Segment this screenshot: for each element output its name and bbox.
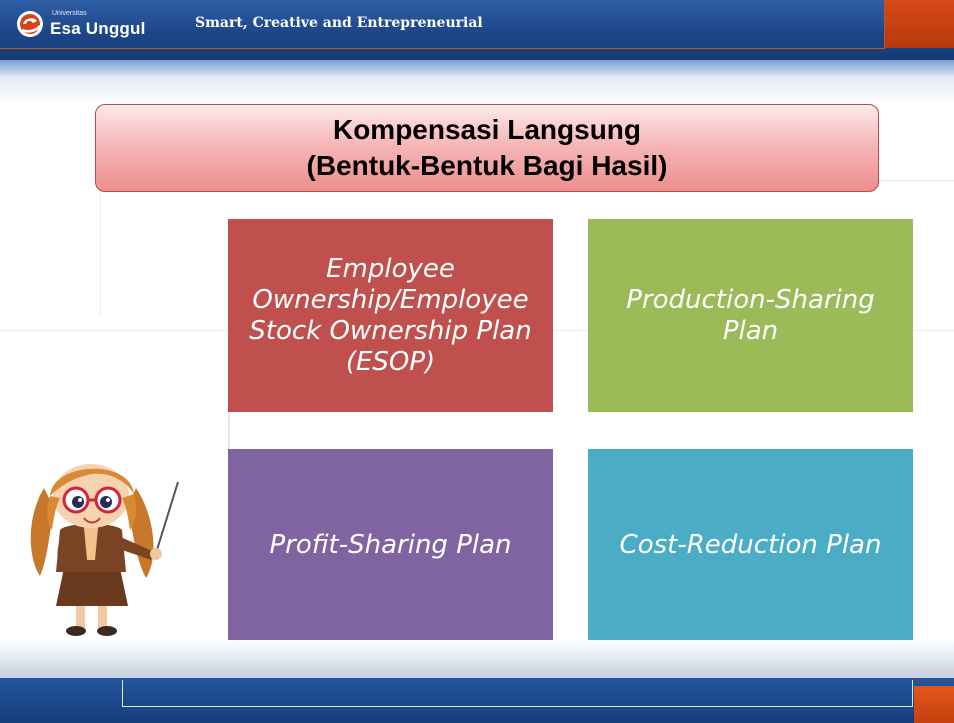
university-logo: Universitas Esa Unggul (14, 9, 174, 41)
header-divider-vertical (884, 0, 885, 49)
teacher-with-pointer-icon (30, 464, 179, 636)
header-orange-accent (884, 0, 954, 48)
logo-name-text: Esa Unggul (50, 19, 146, 38)
footer-bar (0, 678, 954, 723)
background-gradient (0, 76, 954, 106)
plan-tile-label: Production-Sharing Plan (626, 284, 875, 346)
header-gradient-strip (0, 60, 954, 76)
slide-title-box: Kompensasi Langsung (Bentuk-Bentuk Bagi … (95, 104, 879, 192)
plan-tile-cost-reduction: Cost-Reduction Plan (588, 449, 913, 642)
plan-tile-label: Employee Ownership/Employee Stock Owners… (249, 253, 532, 377)
footer-orange-accent (914, 686, 954, 723)
header-bar (0, 0, 954, 60)
plan-tile-production-sharing: Production-Sharing Plan (588, 219, 913, 412)
footer-frame-line (122, 680, 123, 707)
plan-tile-profit-sharing: Profit-Sharing Plan (228, 449, 553, 642)
slide-title-line-2: (Bentuk-Bentuk Bagi Hasil) (306, 150, 668, 181)
footer-frame-line (122, 706, 912, 707)
plan-tile-label: Profit-Sharing Plan (269, 530, 512, 560)
footer-gradient (0, 640, 954, 678)
background-gridline (100, 185, 101, 315)
slide-title: Kompensasi Langsung (Bentuk-Bentuk Bagi … (307, 112, 668, 184)
plan-tile-esop: Employee Ownership/Employee Stock Owners… (228, 219, 553, 412)
background-gridline (860, 180, 954, 181)
logo-mark-icon (17, 11, 43, 37)
header-divider-line (0, 48, 884, 49)
header-tagline: Smart, Creative and Entrepreneurial (195, 15, 483, 31)
slide-title-line-1: Kompensasi Langsung (332, 114, 642, 145)
logo-universitas-text: Universitas (52, 10, 87, 17)
plan-tile-label: Cost-Reduction Plan (619, 530, 882, 560)
footer-frame-line (912, 680, 913, 707)
